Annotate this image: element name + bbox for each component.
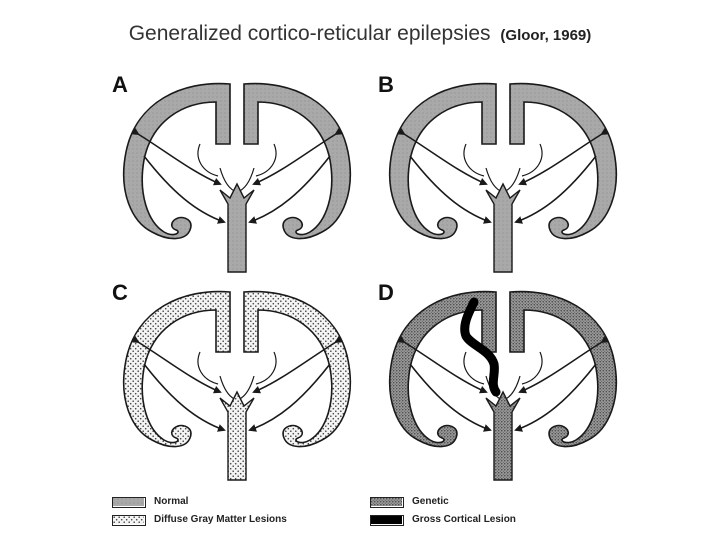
thalamus-outline xyxy=(463,351,543,385)
right-upper-arrow xyxy=(252,127,344,186)
left-upper-arrow xyxy=(130,335,222,394)
left-upper-arrow xyxy=(396,335,488,394)
left-upper-arrow xyxy=(396,127,488,186)
legend-label-normal: Normal xyxy=(154,496,189,507)
gross-cortical-lesion xyxy=(460,297,501,397)
left-hemisphere-cortex xyxy=(122,82,231,240)
left-upper-arrow xyxy=(130,127,222,186)
thalamus-outline xyxy=(463,143,543,177)
right-upper-arrow xyxy=(518,127,610,186)
right-hemisphere-cortex xyxy=(509,290,618,448)
left-lower-arrow xyxy=(143,155,226,224)
right-upper-arrow xyxy=(518,335,610,394)
legend-label-diffuse: Diffuse Gray Matter Lesions xyxy=(154,514,287,525)
legend-swatch-lesion xyxy=(370,515,404,526)
brain-panel-b: B xyxy=(378,72,628,282)
brainstem-reticular xyxy=(219,390,255,481)
legend-swatch-genetic xyxy=(370,497,404,508)
slide-title: Generalized cortico-reticular epilepsies… xyxy=(0,22,720,46)
brainstem-reticular xyxy=(485,390,521,481)
title-citation: (Gloor, 1969) xyxy=(500,27,592,44)
legend-label-lesion: Gross Cortical Lesion xyxy=(412,514,516,525)
right-hemisphere-cortex xyxy=(243,290,352,448)
brain-diagram-d xyxy=(388,290,618,481)
right-lower-arrow xyxy=(248,363,331,432)
brain-panel-a: A xyxy=(112,72,362,282)
brain-diagram-a xyxy=(122,82,352,273)
left-hemisphere-cortex xyxy=(122,290,231,448)
brain-panel-c: C xyxy=(112,280,362,490)
left-lower-arrow xyxy=(409,363,492,432)
thalamus-outline xyxy=(197,351,277,385)
left-hemisphere-cortex xyxy=(388,82,497,240)
panel-letter-d: D xyxy=(378,280,394,305)
legend-label-genetic: Genetic xyxy=(412,496,449,507)
brain-panel-d: D xyxy=(378,280,628,490)
panel-letter-a: A xyxy=(112,72,128,97)
brainstem-reticular xyxy=(485,182,521,273)
panel-letter-b: B xyxy=(378,72,394,97)
right-lower-arrow xyxy=(514,155,597,224)
brain-diagram-c xyxy=(122,290,352,481)
left-hemisphere-cortex xyxy=(388,290,497,448)
right-hemisphere-cortex xyxy=(243,82,352,240)
legend-swatch-normal xyxy=(112,497,146,508)
legend-swatch-diffuse xyxy=(112,515,146,526)
left-lower-arrow xyxy=(143,363,226,432)
thalamus-outline xyxy=(197,143,277,177)
right-lower-arrow xyxy=(248,155,331,224)
right-hemisphere-cortex xyxy=(509,82,618,240)
title-main: Generalized cortico-reticular epilepsies xyxy=(128,22,491,45)
panel-letter-c: C xyxy=(112,280,128,305)
brainstem-reticular xyxy=(219,182,255,273)
brain-diagram-b xyxy=(388,82,618,273)
right-lower-arrow xyxy=(514,363,597,432)
right-upper-arrow xyxy=(252,335,344,394)
left-lower-arrow xyxy=(409,155,492,224)
